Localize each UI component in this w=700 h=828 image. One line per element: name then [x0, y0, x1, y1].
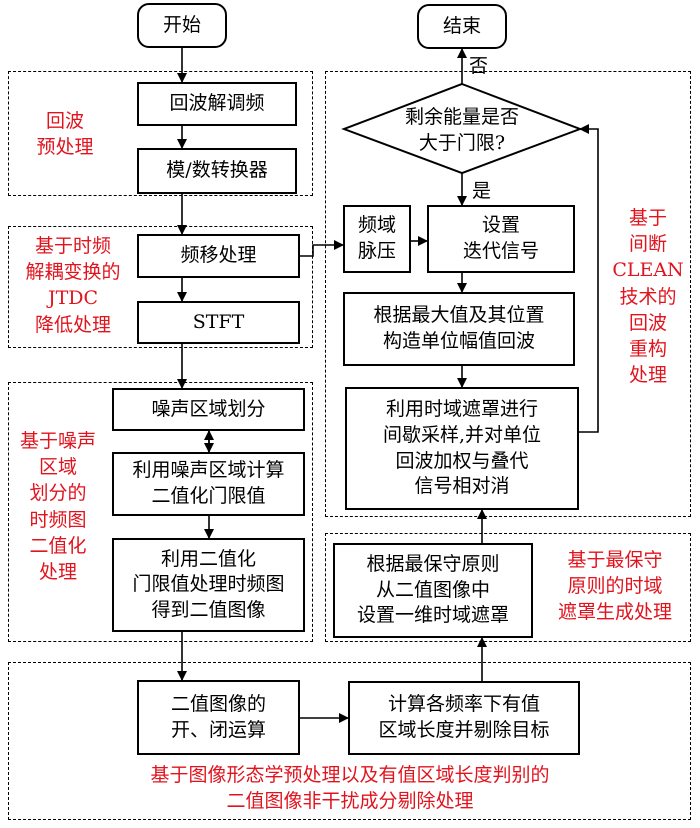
group-clean-line: 间断 — [628, 233, 667, 256]
group-jtdc-label: 基于时频 解耦变换的 JTDC 降低处理 — [10, 233, 136, 338]
pulse-comp-box: 频域 脉压 — [343, 205, 411, 273]
group-binarize — [8, 382, 313, 642]
group-jtdc — [8, 226, 313, 348]
group-clean-label: 基于 间断 CLEAN 技术的 回波 重构 处理 — [606, 205, 690, 389]
noise-region-box: 噪声区域划分 — [112, 388, 305, 431]
branch-yes-label: 是 — [472, 180, 492, 202]
iter-signal-box: 设置 迭代信号 — [427, 205, 575, 273]
unit-echo-line: 构造单位幅值回波 — [382, 330, 535, 352]
group-clean — [325, 71, 691, 517]
adc-label: 模/数转换器 — [166, 159, 268, 182]
cancel-line: 间歇采样,并对单位 — [382, 423, 542, 446]
binary-threshold-line: 二值化门限值 — [151, 485, 266, 507]
group-preprocess-line: 预处理 — [36, 136, 94, 159]
start-terminal: 开始 — [137, 3, 227, 48]
freq-shift-box: 频移处理 — [137, 234, 300, 278]
binary-image-line: 利用二值化 — [160, 547, 256, 570]
cancel-line: 利用时域遮罩进行 — [385, 398, 538, 421]
group-binarize-label: 基于噪声 区域 划分的 时频图 二值化 处理 — [10, 428, 106, 585]
binary-image-box: 利用二值化 门限值处理时频图 得到二值图像 — [112, 538, 305, 632]
group-clean-line: CLEAN — [612, 259, 684, 282]
group-morph-label: 基于图像形态学预处理以及有值区域长度判别的 二值图像非干扰成分剔除处理 — [20, 762, 680, 814]
group-jtdc-line: 解耦变换的 — [25, 261, 121, 284]
group-mask-line: 原则的时域 — [567, 575, 663, 598]
group-clean-line: 基于 — [628, 207, 667, 229]
cancel-box: 利用时域遮罩进行 间歇采样,并对单位 回波加权与叠代 信号相对消 — [345, 387, 579, 510]
binary-image-line: 门限值处理时频图 — [132, 573, 285, 596]
morph-ops-line: 开、闭运算 — [170, 718, 266, 741]
group-preprocess-line: 回波 — [45, 110, 84, 132]
unit-echo-line: 根据最大值及其位置 — [373, 304, 545, 327]
length-calc-line: 区域长度并剔除目标 — [378, 719, 550, 741]
binary-threshold-box: 利用噪声区域计算 二值化门限值 — [112, 452, 305, 516]
group-binarize-line: 处理 — [38, 561, 77, 584]
cancel-line: 信号相对消 — [414, 475, 510, 498]
group-binarize-line: 划分的 — [29, 482, 87, 505]
stft-box: STFT — [137, 301, 300, 344]
group-clean-line: 重构 — [628, 338, 667, 361]
group-binarize-line: 基于噪声 — [19, 430, 96, 452]
morph-ops-box: 二值图像的 开、闭运算 — [137, 680, 300, 755]
stft-label: STFT — [192, 310, 245, 333]
echo-demod-box: 回波解调频 — [137, 82, 297, 126]
group-binarize-line: 时频图 — [29, 508, 87, 531]
pulse-comp-line: 频域 — [357, 214, 396, 237]
freq-shift-label: 频移处理 — [180, 244, 257, 267]
group-clean-line: 技术的 — [619, 285, 677, 308]
mask-gen-line: 设置一维时域遮罩 — [356, 604, 509, 627]
group-jtdc-line: 降低处理 — [34, 313, 111, 336]
edge-shift-pulse — [300, 240, 344, 257]
decision-diamond — [341, 82, 583, 175]
group-mask-line: 遮罩生成处理 — [557, 601, 672, 624]
unit-echo-box: 根据最大值及其位置 构造单位幅值回波 — [343, 292, 575, 366]
iter-signal-line: 迭代信号 — [462, 240, 539, 262]
morph-ops-line: 二值图像的 — [170, 692, 266, 715]
end-label: 结束 — [442, 14, 481, 37]
iter-signal-line: 设置 — [481, 214, 520, 237]
mask-gen-box: 根据最保守原则 从二值图像中 设置一维时域遮罩 — [333, 543, 533, 638]
group-morph — [8, 662, 691, 820]
group-binarize-line: 区域 — [38, 456, 77, 479]
cancel-line: 回波加权与叠代 — [395, 449, 529, 472]
noise-region-label: 噪声区域划分 — [151, 397, 266, 420]
decision-text: 剩余能量是否 大于门限? — [372, 105, 552, 156]
branch-no-label: 否 — [469, 55, 489, 77]
end-terminal: 结束 — [417, 4, 507, 49]
edge-cancel-loop — [579, 124, 599, 433]
start-label: 开始 — [162, 13, 201, 36]
decision-line: 剩余能量是否 — [404, 106, 519, 128]
group-mask-label: 基于最保守 原则的时域 遮罩生成处理 — [540, 547, 690, 626]
length-calc-line: 计算各频率下有值 — [387, 693, 540, 716]
pulse-comp-line: 脉压 — [357, 240, 396, 262]
group-mask-line: 基于最保守 — [567, 549, 663, 571]
group-clean-line: 回波 — [628, 311, 667, 334]
group-morph-line: 基于图像形态学预处理以及有值区域长度判别的 — [150, 764, 550, 786]
group-jtdc-line: JTDC — [47, 287, 99, 310]
group-jtdc-line: 基于时频 — [34, 235, 111, 257]
length-calc-box: 计算各频率下有值 区域长度并剔除目标 — [348, 681, 580, 755]
group-clean-line: 处理 — [628, 364, 667, 387]
echo-demod-label: 回波解调频 — [169, 92, 265, 115]
group-morph-line: 二值图像非干扰成分剔除处理 — [226, 790, 474, 813]
mask-gen-line: 根据最保守原则 — [366, 553, 500, 576]
mask-gen-line: 从二值图像中 — [375, 578, 490, 601]
group-binarize-line: 二值化 — [29, 534, 87, 557]
binary-threshold-line: 利用噪声区域计算 — [132, 459, 285, 482]
group-preprocess-label: 回波 预处理 — [20, 108, 110, 160]
group-preprocess — [8, 71, 313, 196]
decision-line: 大于门限? — [418, 131, 506, 154]
adc-box: 模/数转换器 — [137, 148, 297, 194]
binary-image-line: 得到二值图像 — [151, 598, 266, 621]
group-mask — [325, 533, 691, 642]
